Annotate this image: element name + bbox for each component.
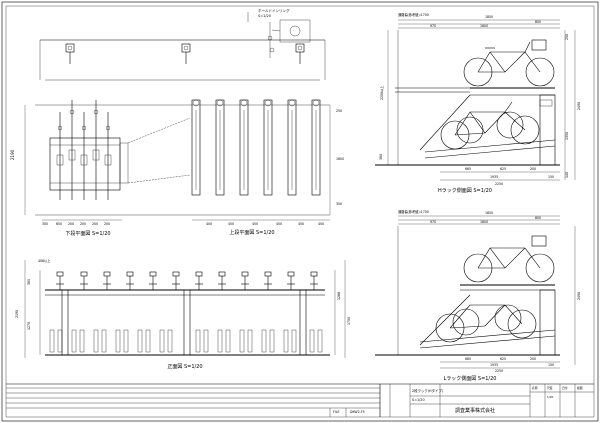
callout-detail: ホールドインリング S=1/20 [247,8,311,58]
header-check: 検図 [577,386,583,390]
upper-plan-dim-5: 450 [298,222,304,226]
plan-right-dim-3: 350 [336,202,342,206]
lower-plan-view: 2190 300 650 200 200 200 200 [10,100,330,237]
upper-bicycle [463,39,555,87]
file-value: DKW2-F5 [350,410,365,414]
header-scale: 尺度 [547,386,553,390]
l-side-bottom-dim-4: 1935 [490,363,498,367]
front-right-dim-2: 1750 [347,317,351,325]
l-side-bottom-dim-3: 200 [530,357,536,361]
lower-plan-dim-3: 200 [68,222,74,226]
lower-plan-dim-1: 300 [42,222,48,226]
l-lower-bicycle [435,304,537,343]
drawing-name: 2段ラック(Hタイプ) [412,388,444,393]
plan-right-dim-2: 1600 [336,157,344,161]
lower-plan-title: 下段平面図 S=1/20 [65,230,110,237]
h-side-right-dim-3: 1350 [565,132,569,140]
l-side-top-dim-3: 1600 [480,220,488,224]
l-side-bottom-dim-6: 150 [548,363,554,367]
rail-top-view [39,39,326,81]
l-side-bottom-dim-5: 2250 [495,369,503,373]
lower-plan-dim-4: 200 [80,222,86,226]
h-side-bottom-dim-4: 1935 [490,175,498,179]
front-dim-4: 2190 [15,310,19,318]
h-side-title: Hラック側面図 S=1/20 [438,187,492,194]
h-side-bottom-dim-1: 665 [465,167,471,171]
callout-line-2: S=1/20 [258,14,271,18]
title-block: 2段ラック(Hタイプ) S=1/20 調査業事株式会社 名称 尺度 日付 検図 … [6,383,594,417]
upper-plan-dim-2: 450 [228,222,234,226]
company-name: 調査業事株式会社 [455,407,495,414]
h-side-right-dim-1: 250 [565,34,569,40]
value-scale: 1/20 [547,395,554,399]
front-dim-1: 408以上 [38,258,51,263]
file-label: FILE [333,410,340,414]
upper-plan-dim-1: 400 [206,222,212,226]
upper-plan-title: 上段平面図 S=1/20 [229,229,274,236]
l-upper-bicycle [463,235,555,283]
front-right-dim-1: 1266 [337,292,341,300]
l-side-top-dim-2: 970 [430,220,436,224]
l-side-bottom-dim-2: 625 [500,357,506,361]
front-dim-2: 385 [27,279,31,285]
plan-left-dim: 2190 [10,149,15,160]
h-side-bottom-dim-2: 625 [500,167,506,171]
header-name: 名称 [532,386,538,390]
l-side-top-dim-4: 800 [535,216,541,220]
h-rack-side-view: 通路幅(参考値):1700 1850 970 1600 800 [375,12,581,194]
h-side-top-dim-1: 1850 [485,15,493,19]
l-side-bottom-dim-1: 685 [465,357,471,361]
upper-plan-view: 250 1600 350 400 450 450 450 450 450 上段平… [191,99,344,236]
sheet-inner-border [5,5,595,418]
l-side-right-dim-1: 2490 [577,292,581,300]
lower-plan-dim-2: 650 [56,222,62,226]
h-side-right-dim-2: 2490 [577,102,581,110]
front-dim-3: 1270 [27,322,31,330]
h-side-top-dim-3: 1600 [480,24,488,28]
lower-bicycle [440,101,540,150]
header-date: 日付 [562,386,568,390]
lower-plan-dim-5: 200 [92,222,98,226]
plan-right-dim-1: 250 [336,109,342,113]
h-side-left-dim-2: 380 [379,154,383,160]
upper-plan-dim-6: 450 [318,222,324,226]
h-side-bottom-dim-6: 150 [548,175,554,179]
h-side-bottom-dim-5: 2250 [495,182,503,186]
h-side-top-label: 通路幅(参考値):1700 [398,12,429,17]
upper-plan-dim-3: 450 [252,222,258,226]
front-view: 408以上 385 1270 2190 [15,258,351,370]
l-side-top-dim-1: 1850 [485,211,493,215]
h-side-top-dim-4: 800 [535,20,541,24]
lower-plan-dim-6: 200 [104,222,110,226]
h-side-bottom-dim-3: 200 [530,167,536,171]
front-title: 正面図 S=1/20 [167,364,202,370]
h-side-top-dim-2: 970 [430,24,436,28]
l-side-title: Lラック側面図 S=1/20 [444,375,497,382]
upper-plan-dim-4: 450 [276,222,282,226]
callout-line-1: ホールドインリング [258,8,290,13]
l-rack-side-view: 通路幅(参考値):1700 1850 970 1600 800 [375,209,581,382]
scale-label: S=1/20 [412,398,425,402]
h-side-right-dim-4: 140 [565,172,569,178]
l-side-top-label: 通路幅(参考値):1700 [398,209,429,214]
h-side-left-dim-1: 2200以上 [379,85,384,100]
